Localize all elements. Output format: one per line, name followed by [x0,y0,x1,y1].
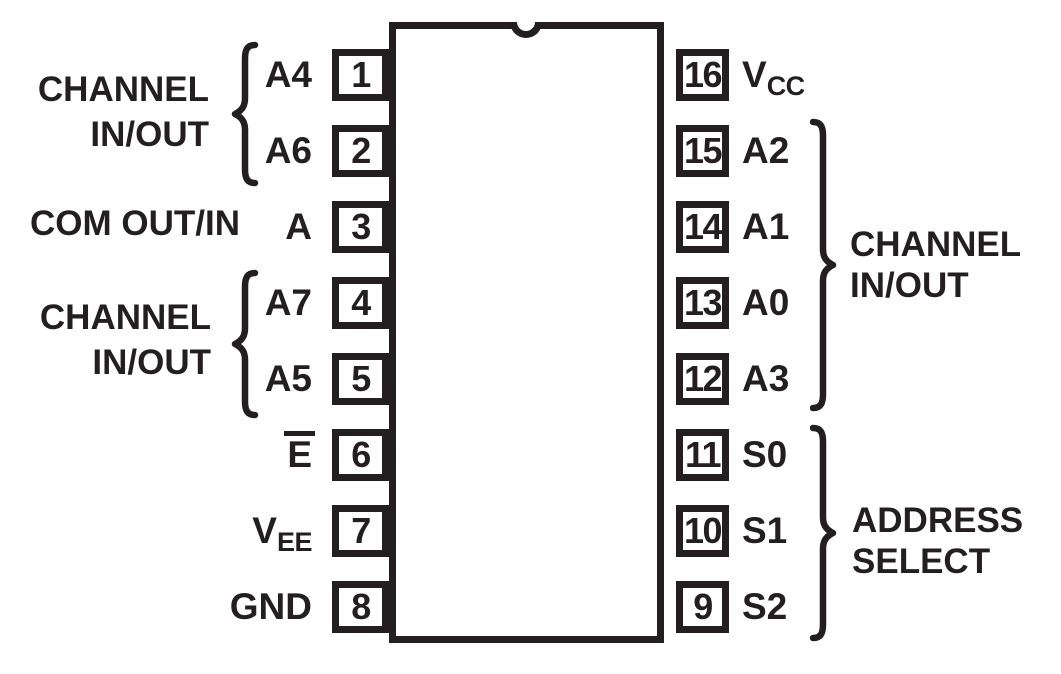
pin-box-13: 13 [676,277,729,329]
pin-label-a: A [285,206,312,247]
brace-right-bottom-icon [810,424,837,642]
group-label-line: SELECT [852,542,991,581]
pin-number: 11 [684,434,722,475]
pin-label-a0: A0 [742,282,790,323]
chip-notch-icon [510,22,542,38]
pin-box-9: 9 [676,581,729,633]
pin-box-15: 15 [676,125,729,177]
pin-number: 12 [683,358,723,399]
pin-label-a2: A2 [742,130,790,171]
pin-number: 16 [683,54,723,95]
group-label-com-out-in: COM OUT/IN [30,204,240,243]
vee-subscript: EE [276,527,313,557]
pin-label-s2: S2 [742,586,788,627]
pin-number: 3 [351,206,371,247]
pin-box-2: 2 [332,125,389,177]
pin-label-e-text: E [287,434,312,475]
group-label-line: CHANNEL [850,225,1022,264]
pin-label-a7: A7 [264,282,312,323]
group-label-line: CHANNEL [37,70,209,109]
pin-label-a3: A3 [742,358,790,399]
pin-number: 9 [693,586,713,627]
pin-label-s0: S0 [742,434,788,475]
pin-box-4: 4 [332,277,389,329]
group-label-channel-in-out-right: CHANNEL IN/OUT [850,224,1021,306]
pin-number: 4 [351,282,371,323]
group-label-line: CHANNEL [39,298,211,337]
pin-box-6: 6 [332,429,389,481]
group-label-line: IN/OUT [850,266,969,305]
brace-right-top-icon [810,118,837,412]
overline-bar [284,431,315,436]
pin-number: 10 [683,510,723,551]
pin-number: 15 [683,130,723,171]
pin-label-a1: A1 [742,206,790,247]
pin-label-vee: VEE [0,504,312,558]
group-label-channel-in-out-top-left: CHANNEL IN/OUT [0,67,209,157]
pin-number: 2 [351,130,371,171]
chip-body [389,22,664,643]
pin-number: 5 [351,358,371,399]
pin-box-5: 5 [332,353,389,405]
pin-number: 1 [351,54,371,95]
pin-box-8: 8 [332,581,389,633]
pin-number: 8 [351,586,371,627]
pin-box-11: 11 [676,429,729,481]
pin-label-a4: A4 [264,54,312,95]
group-label-line: IN/OUT [90,115,209,154]
pin-box-7: 7 [332,505,389,557]
vee-base: V [252,510,277,551]
brace-left-bottom-icon [231,269,259,419]
pin-box-10: 10 [676,505,729,557]
vcc-base: V [742,54,767,95]
pin-box-14: 14 [676,201,729,253]
pin-label-gnd: GND [229,586,312,627]
pin-number: 7 [351,510,371,551]
group-label-line: ADDRESS [852,501,1024,540]
pin-label-a5: A5 [264,358,312,399]
brace-left-top-icon [231,41,259,187]
pin-box-12: 12 [676,353,729,405]
pin-label-vcc: VCC [742,48,805,102]
pin-label-a6: A6 [264,130,312,171]
group-label-line: IN/OUT [92,343,211,382]
pin-box-16: 16 [676,49,729,101]
pin-number: 13 [683,282,723,323]
pin-box-1: 1 [332,49,389,101]
pin-label-s1: S1 [742,510,788,551]
pin-number: 6 [351,434,371,475]
group-label-channel-in-out-bottom-left: CHANNEL IN/OUT [0,295,211,385]
group-label-address-select: ADDRESS SELECT [852,500,1023,582]
pin-box-3: 3 [332,201,389,253]
vcc-subscript: CC [766,71,806,101]
pin-label-e-not: E [0,428,312,482]
pin-number: 14 [683,206,723,247]
